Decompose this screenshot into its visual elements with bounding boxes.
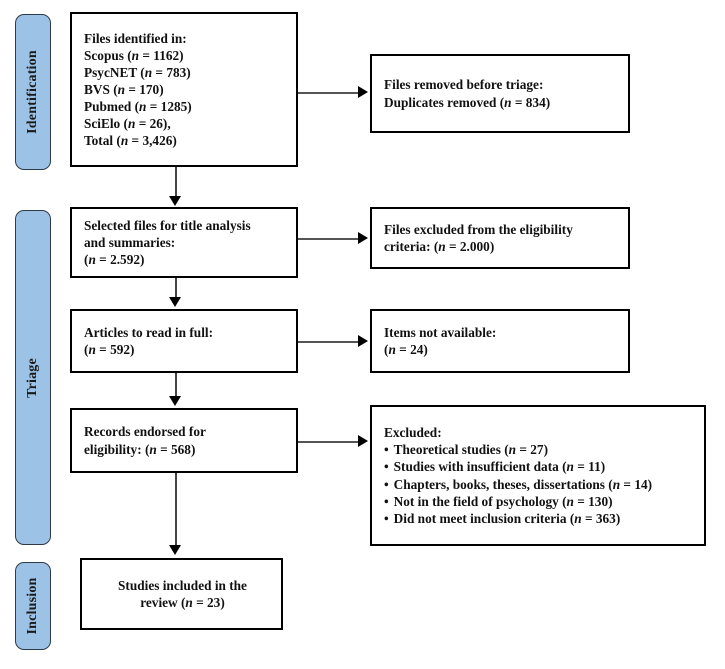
excluded-reasons-list: Theoretical studies (n = 27) Studies wit…	[384, 441, 694, 526]
list-item: Chapters, books, theses, dissertations (…	[384, 476, 694, 493]
text-line: SciElo (n = 26),	[84, 116, 171, 132]
box-articles-to-read-text: Articles to read in full: (n = 592)	[72, 324, 296, 358]
arrowhead-selected-to-articles	[169, 297, 181, 307]
text-line: Files identified in:	[84, 30, 187, 46]
list-item: Did not meet inclusion criteria (n = 363…	[384, 510, 694, 527]
box-files-identified: Files identified in: Scopus (n = 1162) P…	[70, 12, 298, 167]
phase-label-triage: Triage	[25, 357, 40, 398]
box-items-not-available-text: Items not available: (n = 24)	[372, 324, 628, 358]
text-line: criteria: (n = 2.000)	[384, 239, 495, 254]
box-files-removed-text: Files removed before triage: Duplicates …	[372, 76, 628, 110]
arrowhead-articles-to-records	[169, 396, 181, 406]
connector-selected-to-excluded-criteria	[298, 238, 358, 240]
arrowhead-records-to-included	[169, 545, 181, 555]
box-studies-included: Studies included in the review (n = 23)	[80, 558, 283, 630]
list-item: Studies with insufficient data (n = 11)	[384, 458, 694, 475]
box-files-removed-before-triage: Files removed before triage: Duplicates …	[370, 54, 630, 133]
text-line: BVS (n = 170)	[84, 81, 164, 97]
text-line: (n = 24)	[384, 342, 428, 357]
text-line: (n = 592)	[84, 342, 135, 357]
box-records-endorsed-text: Records endorsed for eligibility: (n = 5…	[72, 423, 296, 457]
text-line: Studies included in the	[118, 577, 247, 593]
text-line: Selected files for title analysis	[84, 217, 251, 233]
phase-bar-identification: Identification	[15, 14, 51, 170]
box-files-identified-text: Files identified in: Scopus (n = 1162) P…	[72, 30, 296, 150]
box-excluded-reasons: Excluded: Theoretical studies (n = 27) S…	[370, 405, 706, 546]
list-item: Not in the field of psychology (n = 130)	[384, 493, 694, 510]
connector-articles-to-items-unavailable	[298, 341, 358, 343]
text-line: Items not available:	[384, 324, 497, 340]
text-line: Articles to read in full:	[84, 324, 214, 340]
list-item: Theoretical studies (n = 27)	[384, 441, 694, 458]
text-line: and summaries:	[84, 234, 176, 250]
box-selected-files-text: Selected files for title analysis and su…	[72, 217, 296, 268]
box-records-endorsed: Records endorsed for eligibility: (n = 5…	[70, 408, 298, 473]
phase-bar-inclusion: Inclusion	[15, 562, 51, 650]
box-articles-to-read: Articles to read in full: (n = 592)	[70, 309, 298, 373]
text-line: Files excluded from the eligibility	[384, 221, 573, 237]
box-excluded-reasons-text: Excluded: Theoretical studies (n = 27) S…	[372, 424, 704, 526]
phase-label-inclusion: Inclusion	[25, 577, 40, 635]
text-line: eligibility: (n = 568)	[84, 441, 196, 457]
box-studies-included-text: Studies included in the review (n = 23)	[82, 577, 281, 611]
connector-identified-to-selected	[175, 167, 177, 199]
box-items-not-available: Items not available: (n = 24)	[370, 309, 630, 373]
arrowhead-records-to-excluded-reasons	[358, 435, 368, 447]
phase-bar-triage: Triage	[15, 210, 51, 545]
arrowhead-identified-to-selected	[169, 196, 181, 206]
text-line: (n = 2.592)	[84, 252, 145, 268]
connector-articles-to-records	[175, 373, 177, 399]
box-files-excluded-criteria: Files excluded from the eligibility crit…	[370, 207, 630, 269]
connector-selected-to-articles	[175, 278, 177, 300]
connector-records-to-excluded-reasons	[298, 441, 358, 443]
text-line: Scopus (n = 1162)	[84, 47, 184, 63]
box-selected-files: Selected files for title analysis and su…	[70, 207, 298, 278]
text-line: PsycNET (n = 783)	[84, 64, 191, 80]
arrowhead-selected-to-excluded-criteria	[358, 232, 368, 244]
arrowhead-identified-to-removed	[358, 86, 368, 98]
phase-label-identification: Identification	[25, 50, 40, 134]
box-files-excluded-criteria-text: Files excluded from the eligibility crit…	[372, 221, 628, 255]
text-line: Pubmed (n = 1285)	[84, 99, 192, 115]
text-line: Records endorsed for	[84, 424, 206, 440]
arrowhead-articles-to-items-unavailable	[358, 335, 368, 347]
connector-identified-to-removed	[298, 92, 358, 94]
connector-records-to-included	[175, 473, 177, 548]
excluded-heading: Excluded:	[384, 425, 442, 441]
text-line: Total (n = 3,426)	[84, 133, 177, 149]
text-line: Files removed before triage:	[384, 77, 544, 93]
text-line: review (n = 23)	[140, 595, 225, 610]
text-line: Duplicates removed (n = 834)	[384, 94, 551, 110]
